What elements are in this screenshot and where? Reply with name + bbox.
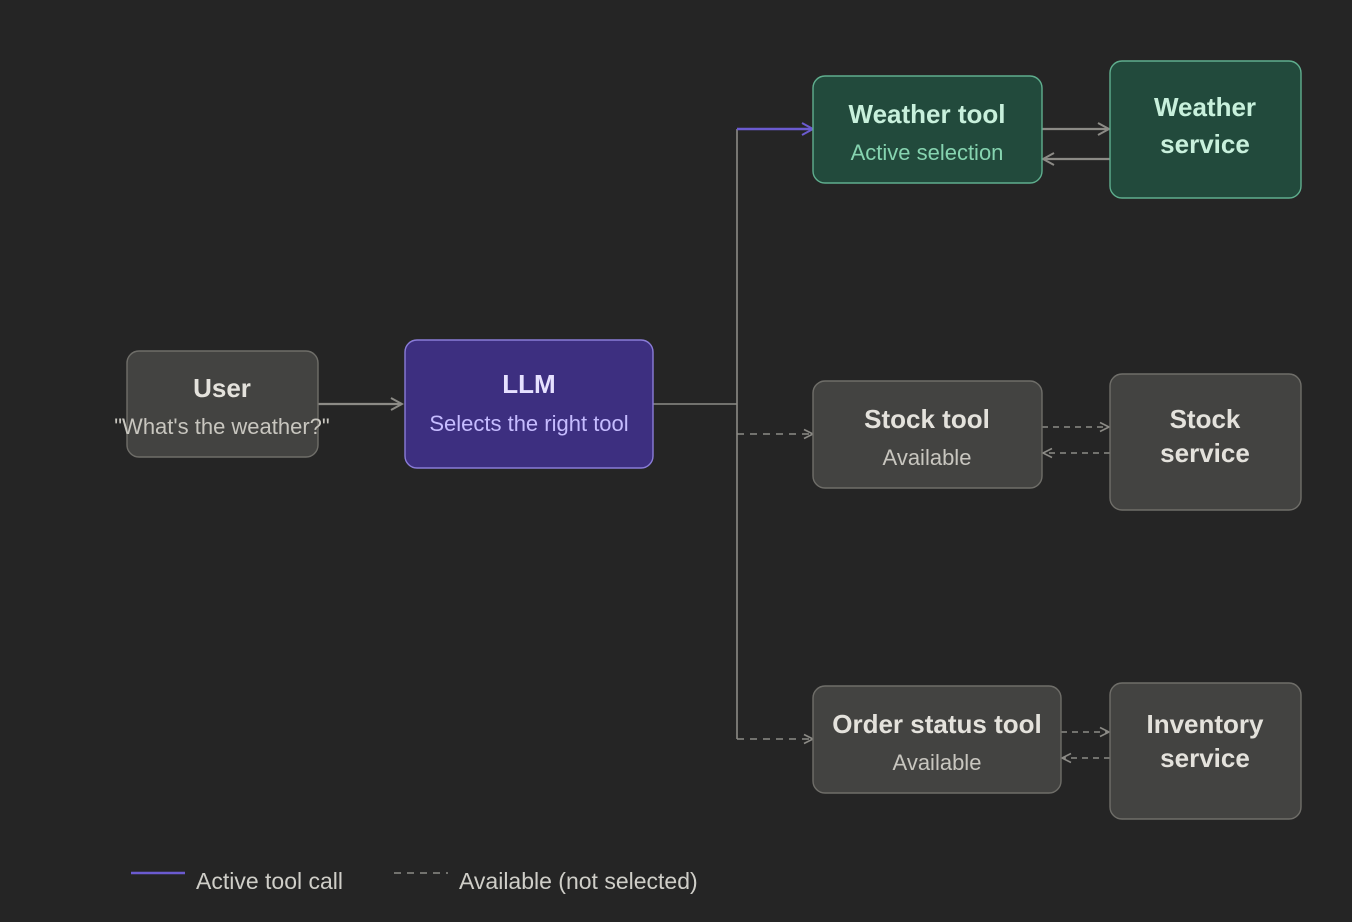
node-llm-box [404, 339, 654, 469]
node-order-status-tool-box [812, 685, 1062, 794]
node-inventory-service-box [1109, 682, 1302, 820]
node-weather-service-box [1109, 60, 1302, 199]
node-weather-tool-box [812, 75, 1043, 184]
legend: Active tool call Available (not selected… [131, 868, 698, 894]
node-weather-service-title-line2: service [1160, 129, 1250, 159]
node-stock-tool: Stock tool Available [812, 380, 1043, 489]
node-stock-service: Stock service [1109, 373, 1302, 511]
node-weather-service-title-line1: Weather [1154, 92, 1256, 122]
node-user-title: User [193, 373, 251, 403]
node-stock-tool-subtitle: Available [883, 445, 972, 470]
node-user-box [126, 350, 319, 458]
node-weather-tool-title: Weather tool [849, 99, 1006, 129]
node-llm-subtitle: Selects the right tool [429, 411, 628, 436]
node-weather-tool: Weather tool Active selection [812, 75, 1043, 184]
legend-active-label: Active tool call [196, 868, 343, 894]
legend-available-label: Available (not selected) [459, 868, 698, 894]
node-inventory-service: Inventory service [1109, 682, 1302, 820]
node-order-status-tool: Order status tool Available [812, 685, 1062, 794]
node-stock-service-box [1109, 373, 1302, 511]
node-llm: LLM Selects the right tool [404, 339, 654, 469]
node-user-subtitle: "What's the weather?" [114, 414, 329, 439]
node-order-status-tool-title: Order status tool [832, 709, 1041, 739]
node-user: User "What's the weather?" [114, 350, 330, 458]
node-stock-service-title-line2: service [1160, 438, 1250, 468]
node-weather-tool-subtitle: Active selection [851, 140, 1004, 165]
node-inventory-service-title-line1: Inventory [1146, 709, 1264, 739]
node-order-status-tool-subtitle: Available [893, 750, 982, 775]
node-llm-title: LLM [502, 369, 555, 399]
node-stock-service-title-line1: Stock [1170, 404, 1241, 434]
node-stock-tool-box [812, 380, 1043, 489]
node-weather-service: Weather service [1109, 60, 1302, 199]
node-stock-tool-title: Stock tool [864, 404, 990, 434]
node-inventory-service-title-line2: service [1160, 743, 1250, 773]
